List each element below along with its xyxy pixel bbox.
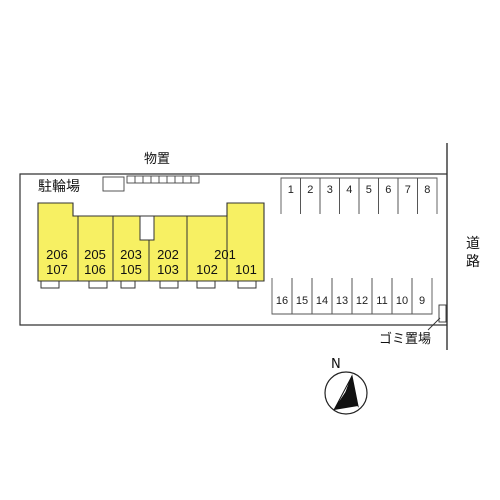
unit-106: 106 — [84, 262, 106, 277]
unit-102: 102 — [196, 262, 218, 277]
building — [37, 202, 265, 282]
unit-206: 206 — [46, 247, 68, 262]
storage-rack — [126, 175, 200, 184]
garbage-label: ゴミ置場 — [379, 331, 431, 347]
road-label-2: 路 — [466, 254, 480, 270]
parking-stall-number: 2 — [307, 184, 313, 196]
parking-stall — [417, 177, 438, 214]
stair-notch — [139, 215, 155, 241]
unit-105: 105 — [120, 262, 142, 277]
unit-205: 205 — [84, 247, 106, 262]
parking-stall-number: 10 — [396, 295, 408, 307]
parking-stall-number: 15 — [296, 295, 308, 307]
parking-stall-number: 13 — [336, 295, 348, 307]
parking-row-bottom: 16 15 14 13 12 11 10 9 — [271, 278, 433, 315]
parking-stall-number: 7 — [405, 184, 411, 196]
garbage-box — [438, 304, 447, 323]
parking-row-top: 1 2 3 4 5 6 7 8 — [280, 177, 438, 214]
storage-label: 物置 — [144, 152, 170, 167]
unit-dividers — [77, 216, 228, 281]
parking-stall-number: 3 — [327, 184, 333, 196]
parking-stall-number: 14 — [316, 295, 328, 307]
north-label: N — [331, 357, 341, 372]
unit-201: 201 — [214, 247, 236, 262]
parking-stall-number: 6 — [385, 184, 391, 196]
parking-stall-number: 16 — [276, 295, 288, 307]
parking-stall — [411, 278, 433, 315]
garbage-leader — [427, 317, 441, 331]
road-label-1: 道 — [466, 236, 480, 252]
parking-stall-number: 9 — [419, 295, 425, 307]
site-boundary — [19, 173, 447, 326]
parking-stall-number: 8 — [424, 184, 430, 196]
parking-stall-number: 1 — [288, 184, 294, 196]
parking-stall-number: 12 — [356, 295, 368, 307]
unit-103: 103 — [157, 262, 179, 277]
bicycle-parking-label: 駐輪場 — [38, 178, 80, 195]
bicycle-parking-box — [102, 176, 125, 192]
parking-stall-number: 5 — [366, 184, 372, 196]
building-feet — [40, 280, 257, 289]
unit-202: 202 — [157, 247, 179, 262]
compass-icon — [324, 371, 368, 415]
parking-stall-number: 11 — [376, 295, 387, 307]
unit-107: 107 — [46, 262, 68, 277]
unit-101: 101 — [235, 262, 257, 277]
unit-203: 203 — [120, 247, 142, 262]
parking-stall-number: 4 — [346, 184, 352, 196]
